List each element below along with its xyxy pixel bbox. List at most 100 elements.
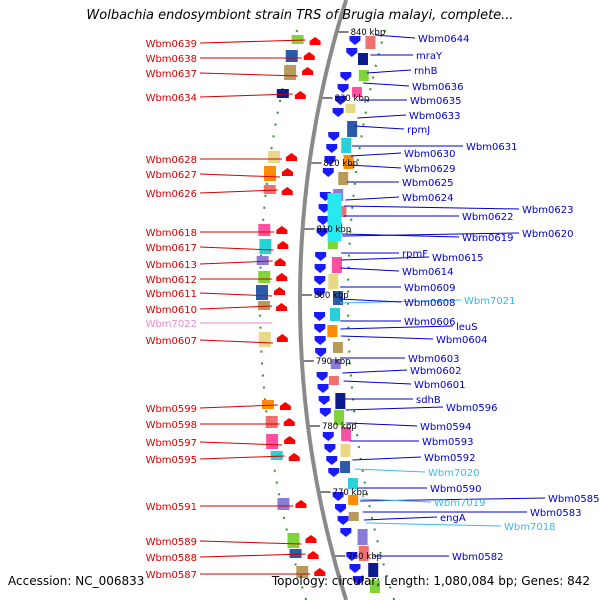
gene-label-right[interactable]: Wbm0592	[424, 453, 475, 464]
gene-label-right[interactable]: Wbm7021	[464, 296, 515, 307]
gene-label-left[interactable]: Wbm0627	[146, 170, 197, 181]
cog-color-box	[340, 461, 351, 473]
gene-label-right[interactable]: Wbm0636	[412, 82, 463, 93]
gene-label-right[interactable]: Wbm0604	[436, 335, 487, 346]
gene-label-right[interactable]: rnhB	[414, 66, 438, 77]
tick-label: 810 kbp	[317, 225, 352, 235]
plus-strand-arrow	[283, 418, 295, 426]
gene-label-left[interactable]: Wbm0598	[146, 420, 197, 431]
gene-label-left[interactable]: Wbm0587	[146, 570, 197, 581]
gene-label-right[interactable]: Wbm0602	[410, 366, 461, 377]
gene-label-right[interactable]: Wbm0622	[462, 212, 513, 223]
gene-label-right[interactable]: Wbm0631	[466, 142, 517, 153]
gene-label-right[interactable]: Wbm0601	[414, 380, 465, 391]
gene-label-right[interactable]: mraY	[416, 51, 443, 62]
gene-label-right[interactable]: Wbm0619	[462, 233, 513, 244]
gene-label-left[interactable]: Wbm0638	[146, 54, 197, 65]
cog-color-box	[263, 185, 276, 194]
tick-label: 770 kbp	[333, 488, 368, 498]
gene-label-right[interactable]: engA	[440, 513, 466, 524]
gene-label-left[interactable]: Wbm7022	[146, 319, 197, 330]
leader-line	[345, 406, 444, 411]
gene-label-left[interactable]: Wbm0591	[146, 502, 197, 513]
gene-label-right[interactable]: Wbm0620	[522, 229, 573, 240]
gene-label-right[interactable]: Wbm0615	[432, 253, 483, 264]
gene-label-left[interactable]: Wbm0611	[146, 289, 197, 300]
gene-label-right[interactable]: rpmJ	[407, 125, 430, 136]
gene-label-left[interactable]: Wbm0595	[146, 455, 197, 466]
cog-color-box	[358, 70, 369, 81]
gene-label-left[interactable]: Wbm0599	[146, 404, 197, 415]
gene-label-right[interactable]: Wbm0614	[402, 267, 453, 278]
leader-line	[199, 292, 273, 297]
gene-label-right[interactable]: Wbm0623	[522, 205, 573, 216]
gene-label-right[interactable]: Wbm0582	[452, 552, 503, 563]
gene-label-right[interactable]: Wbm0583	[530, 508, 581, 519]
cog-color-box	[335, 393, 346, 409]
gene-label-right[interactable]: Wbm0624	[402, 193, 453, 204]
gene-label-left[interactable]: Wbm0607	[146, 336, 197, 347]
gene-label-right[interactable]: Wbm7020	[428, 468, 479, 479]
gene-label-right[interactable]: Wbm7018	[504, 522, 555, 533]
leader-line	[341, 233, 460, 238]
cog-color-box	[357, 53, 368, 65]
gene-label-right[interactable]: Wbm0593	[422, 437, 473, 448]
gene-label-right[interactable]: Wbm0594	[420, 422, 471, 433]
minus-strand-arrow	[314, 324, 326, 333]
gene-label-left[interactable]: Wbm0589	[146, 537, 197, 548]
cog-color-box	[287, 533, 300, 548]
minus-strand-arrow	[328, 132, 340, 141]
gene-label-left[interactable]: Wbm0597	[146, 438, 197, 449]
gene-label-right[interactable]: Wbm7019	[434, 498, 485, 509]
gene-label-right[interactable]: rpmF	[402, 249, 428, 260]
minus-strand-arrow	[326, 456, 338, 465]
plus-strand-arrow	[281, 187, 293, 195]
cog-color-box	[348, 512, 359, 521]
gene-label-right[interactable]: Wbm0590	[430, 484, 481, 495]
gene-label-left[interactable]: Wbm0610	[146, 305, 197, 316]
cog-color-box	[334, 410, 345, 425]
gene-label-right[interactable]: Wbm0609	[404, 283, 455, 294]
gene-label-left[interactable]: Wbm0618	[146, 228, 197, 239]
tick-label: 830 kbp	[335, 94, 370, 104]
cog-color-box	[285, 50, 298, 62]
leader-line	[199, 455, 285, 460]
gene-label-right[interactable]: Wbm0603	[408, 354, 459, 365]
gene-label-left[interactable]: Wbm0612	[146, 275, 197, 286]
gene-label-right[interactable]: Wbm0585	[548, 494, 599, 505]
cog-color-box	[327, 240, 338, 249]
gene-label-left[interactable]: Wbm0588	[146, 553, 197, 564]
cog-color-box	[370, 580, 380, 593]
cog-color-box	[351, 87, 362, 97]
cog-color-box	[291, 35, 304, 44]
gene-label-right[interactable]: Wbm0633	[409, 111, 460, 122]
gene-label-right[interactable]: Wbm0608	[404, 298, 455, 309]
gene-label-left[interactable]: Wbm0628	[146, 155, 197, 166]
gene-label-right[interactable]: Wbm0606	[404, 317, 455, 328]
gene-label-left[interactable]: Wbm0634	[146, 93, 197, 104]
gene-label-left[interactable]: Wbm0626	[146, 189, 197, 200]
plus-strand-arrow	[305, 535, 317, 543]
leader-line	[343, 380, 412, 385]
minus-strand-arrow	[340, 72, 352, 81]
gene-label-right[interactable]: Wbm0629	[404, 164, 455, 175]
leader-line	[374, 34, 416, 39]
gene-label-right[interactable]: leuS	[456, 322, 478, 333]
gene-label-right[interactable]: Wbm0630	[404, 149, 455, 160]
tick-label: 820 kbp	[323, 159, 358, 169]
cog-color-box	[330, 359, 341, 369]
gene-label-right[interactable]: Wbm0596	[446, 403, 497, 414]
gene-label-right[interactable]: sdhB	[416, 395, 441, 406]
leader-line	[199, 93, 293, 98]
gene-label-right[interactable]: Wbm0635	[410, 96, 461, 107]
gene-label-left[interactable]: Wbm0639	[146, 39, 197, 50]
gene-label-left[interactable]: Wbm0637	[146, 69, 197, 80]
gene-label-left[interactable]: Wbm0613	[146, 260, 197, 271]
gene-label-right[interactable]: Wbm0644	[418, 34, 469, 45]
minus-strand-arrow	[324, 156, 336, 165]
leader-line	[340, 256, 430, 261]
gene-label-right[interactable]: Wbm0625	[402, 178, 453, 189]
gene-label-left[interactable]: Wbm0617	[146, 243, 197, 254]
genome-backbone	[297, 0, 349, 600]
